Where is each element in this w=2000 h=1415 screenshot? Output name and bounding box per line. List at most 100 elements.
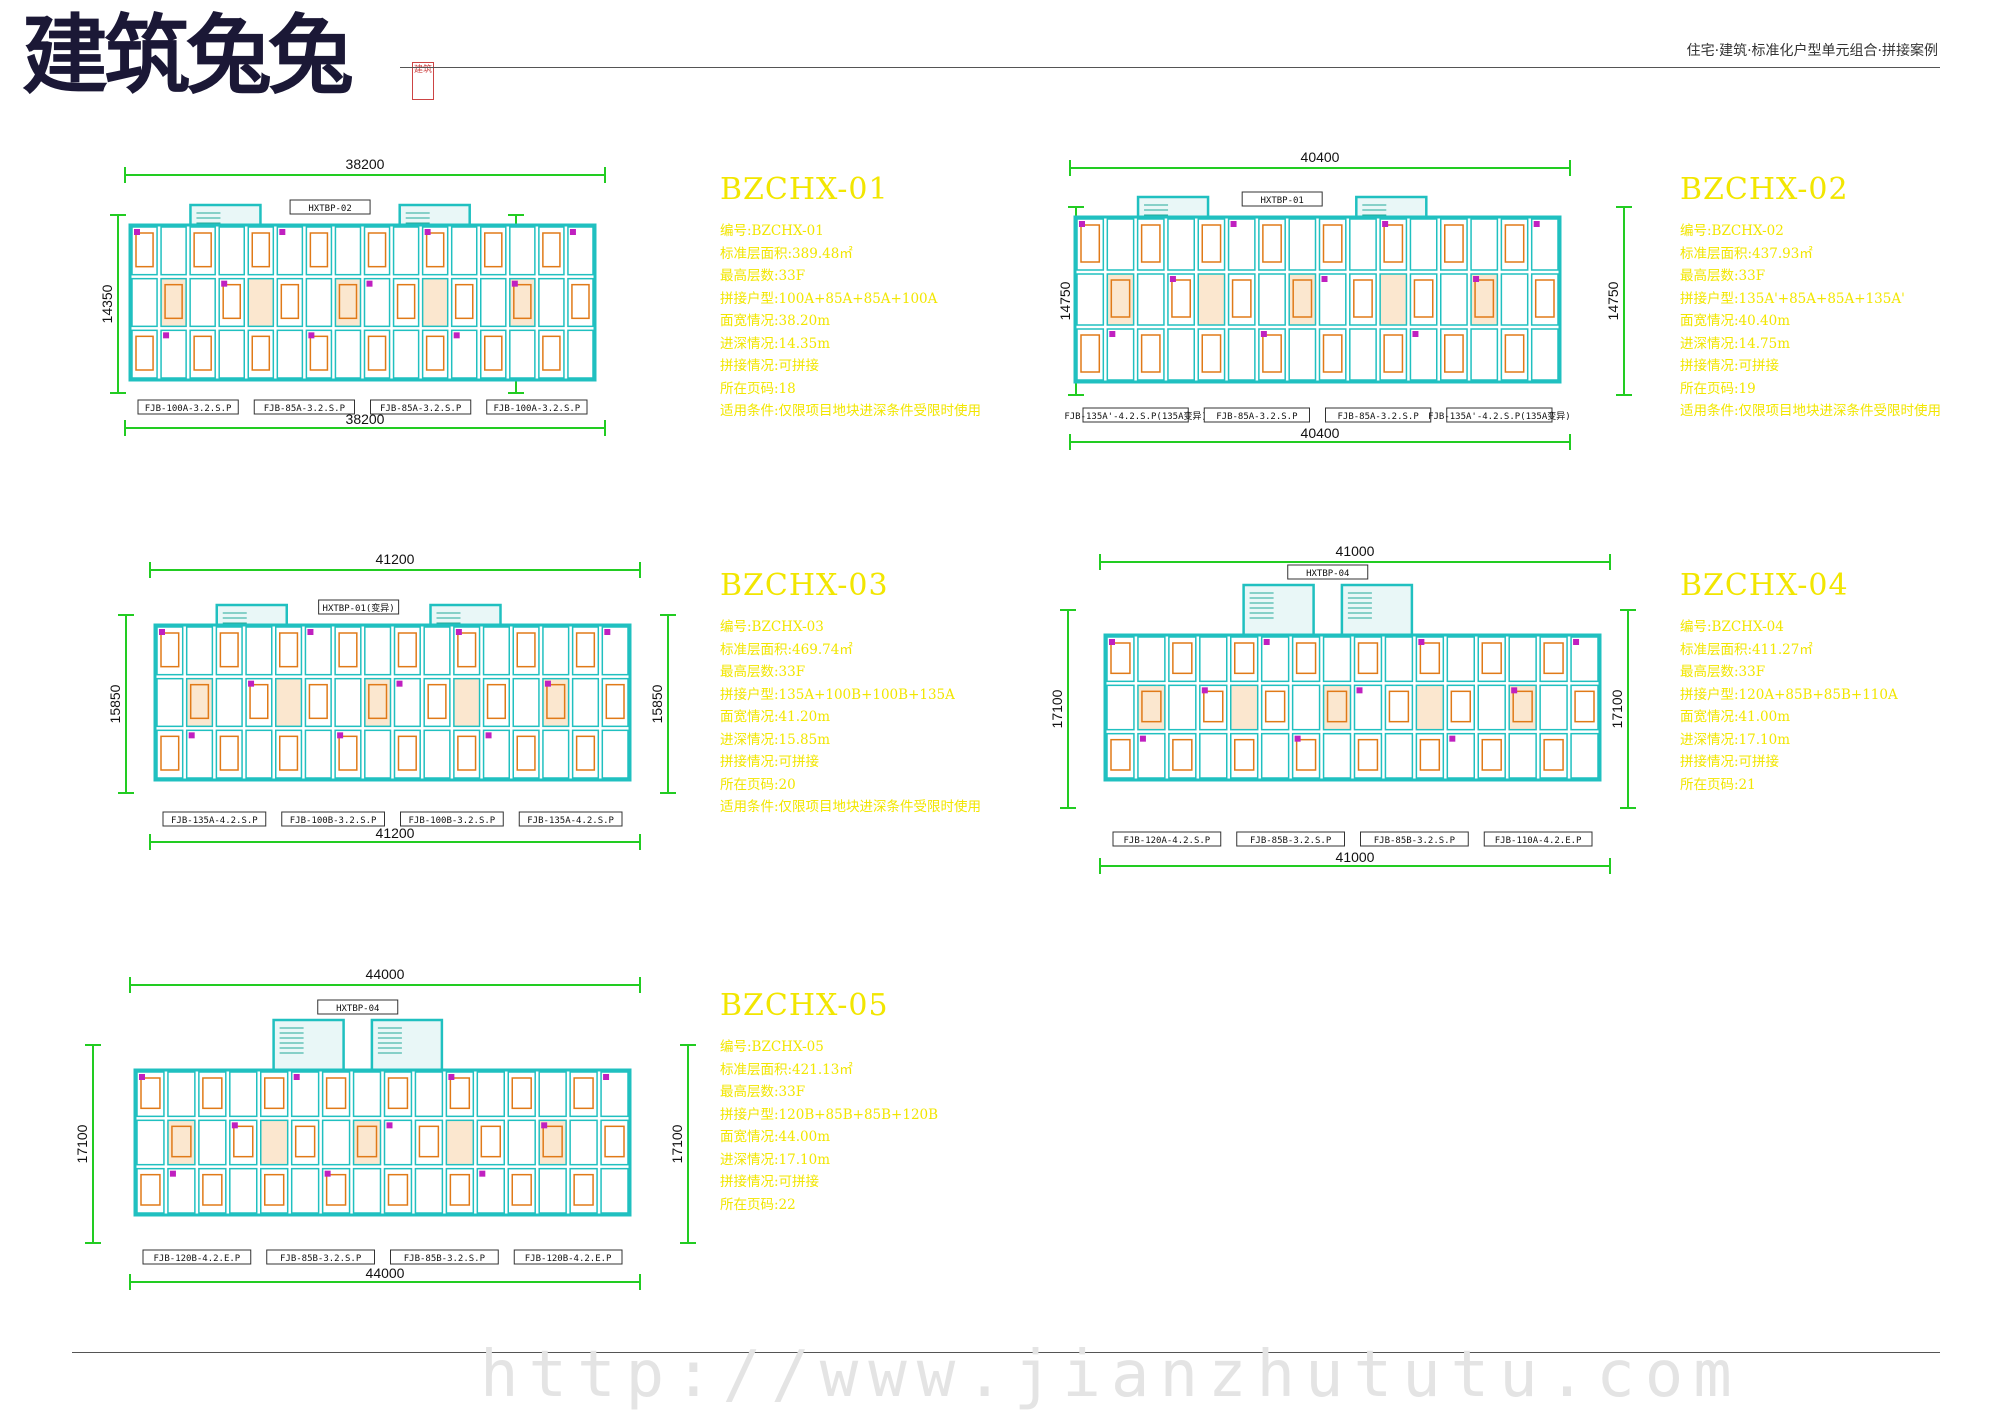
room [276,226,304,276]
unit-tag: FJB-135A-4.2.S.P [518,811,623,827]
unit-tag: FJB-85A-3.2.S.P [1203,407,1310,423]
unit-tag: FJB-120B-4.2.E.P [142,1249,252,1265]
room [1199,636,1228,683]
svg-text:FJB-110A-4.2.E.P: FJB-110A-4.2.E.P [1495,836,1582,846]
room [538,277,565,328]
room [509,329,536,379]
room [185,626,214,676]
bottom-dimension: 38200 [124,411,606,436]
room [247,277,275,328]
room [363,226,391,276]
room [507,1071,536,1118]
plan-info-row: 拼接情况:可拼接 [720,1174,820,1190]
unit-tag: FJB-85A-3.2.S.P [370,399,472,415]
room [136,1119,165,1166]
room [450,329,478,379]
room [600,1119,629,1166]
room [260,1167,289,1214]
plan-info-row: 适用条件:仅限项目地块进深条件受限时使用 [1680,403,1942,419]
stair-core [189,203,262,252]
room [538,1119,567,1166]
room [156,677,184,728]
plan-info-row: 标准层面积:411.27㎡ [1680,641,1813,658]
width-dimension-label: 41200 [376,825,415,841]
svg-text:FJB-85A-3.2.S.P: FJB-85A-3.2.S.P [1337,412,1419,422]
plan-info-row: 最高层数:33F [720,1084,806,1100]
plan-info-row: 进深情况:14.75m [1680,335,1790,352]
room [1318,273,1347,326]
bottom-dimension: 41200 [149,825,641,850]
left-dimension: 17100 [1049,609,1076,809]
room [1477,636,1506,683]
room [421,329,449,379]
room [450,226,478,276]
width-dimension-label: 38200 [346,156,385,172]
room [1440,273,1468,326]
svg-text:FJB-135A'-4.2.S.P(135A变异): FJB-135A'-4.2.S.P(135A变异) [1064,410,1207,422]
room [569,1167,598,1214]
depth-dimension-label: 14750 [1057,281,1073,320]
room [1106,218,1135,271]
svg-text:FJB-100B-3.2.S.P: FJB-100B-3.2.S.P [409,816,496,826]
room [507,1119,536,1166]
svg-text:FJB-85B-3.2.S.P: FJB-85B-3.2.S.P [1250,836,1332,846]
building-outline [1073,195,1562,384]
room [334,677,362,728]
room [1384,636,1414,683]
width-dimension-label: 44000 [366,1265,405,1281]
width-dimension-label: 40400 [1301,425,1340,441]
room [600,1167,629,1214]
room [392,329,420,379]
room [1136,218,1165,271]
footer-divider [72,1352,1940,1353]
room [1570,636,1599,683]
top-dimension: 41200 [149,551,641,578]
room [1258,218,1286,271]
stair-core [370,1018,444,1112]
room [1570,684,1599,731]
plan-info-row: 编号:BZCHX-02 [1680,223,1784,239]
room [423,626,451,676]
room [229,1167,258,1214]
room [247,226,275,276]
room [571,729,600,779]
plan-info-row: 编号:BZCHX-01 [720,223,824,239]
bottom-dimension: 40400 [1069,425,1571,450]
plan-info-row: 拼接户型:135A+100B+100B+135A [720,686,955,703]
plan-info-row: 编号:BZCHX-05 [720,1039,824,1055]
core-tag: HXTBP-01(变异) [318,599,400,615]
page-caption: 住宅·建筑·标准化户型单元组合·拼接案例 [1686,43,1938,59]
room [393,626,421,676]
room [1322,636,1352,683]
svg-text:FJB-100B-3.2.S.P: FJB-100B-3.2.S.P [290,816,377,826]
svg-text:HXTBP-01(变异): HXTBP-01(变异) [323,602,395,614]
svg-text:FJB-135A'-4.2.S.P(135A变异): FJB-135A'-4.2.S.P(135A变异) [1428,410,1571,422]
plan-info-row: 标准层面积:389.48㎡ [720,245,853,262]
room [1530,273,1559,326]
room [275,626,303,676]
plan-info-row: 面宽情况:38.20m [720,313,830,329]
room [1230,732,1259,779]
plan-info-row: 标准层面积:421.13㎡ [720,1061,853,1078]
unit-tag: FJB-85B-3.2.S.P [390,1249,499,1265]
top-dimension: 38200 [124,156,606,183]
room [1508,636,1537,683]
plan-info-row: 编号:BZCHX-04 [1680,619,1784,635]
room [189,226,216,276]
room [1384,684,1414,731]
room [538,1071,567,1118]
room [1167,328,1195,381]
room [334,226,362,276]
room [334,729,362,779]
core-tag: HXTBP-01 [1241,191,1323,207]
room [480,226,507,276]
room [1440,218,1468,271]
stair-core [429,603,502,652]
room [167,1167,196,1214]
room [363,277,391,328]
room [1349,273,1377,326]
room [421,277,449,328]
plan-info-row: 进深情况:14.35m [720,335,830,352]
room [569,1071,598,1118]
